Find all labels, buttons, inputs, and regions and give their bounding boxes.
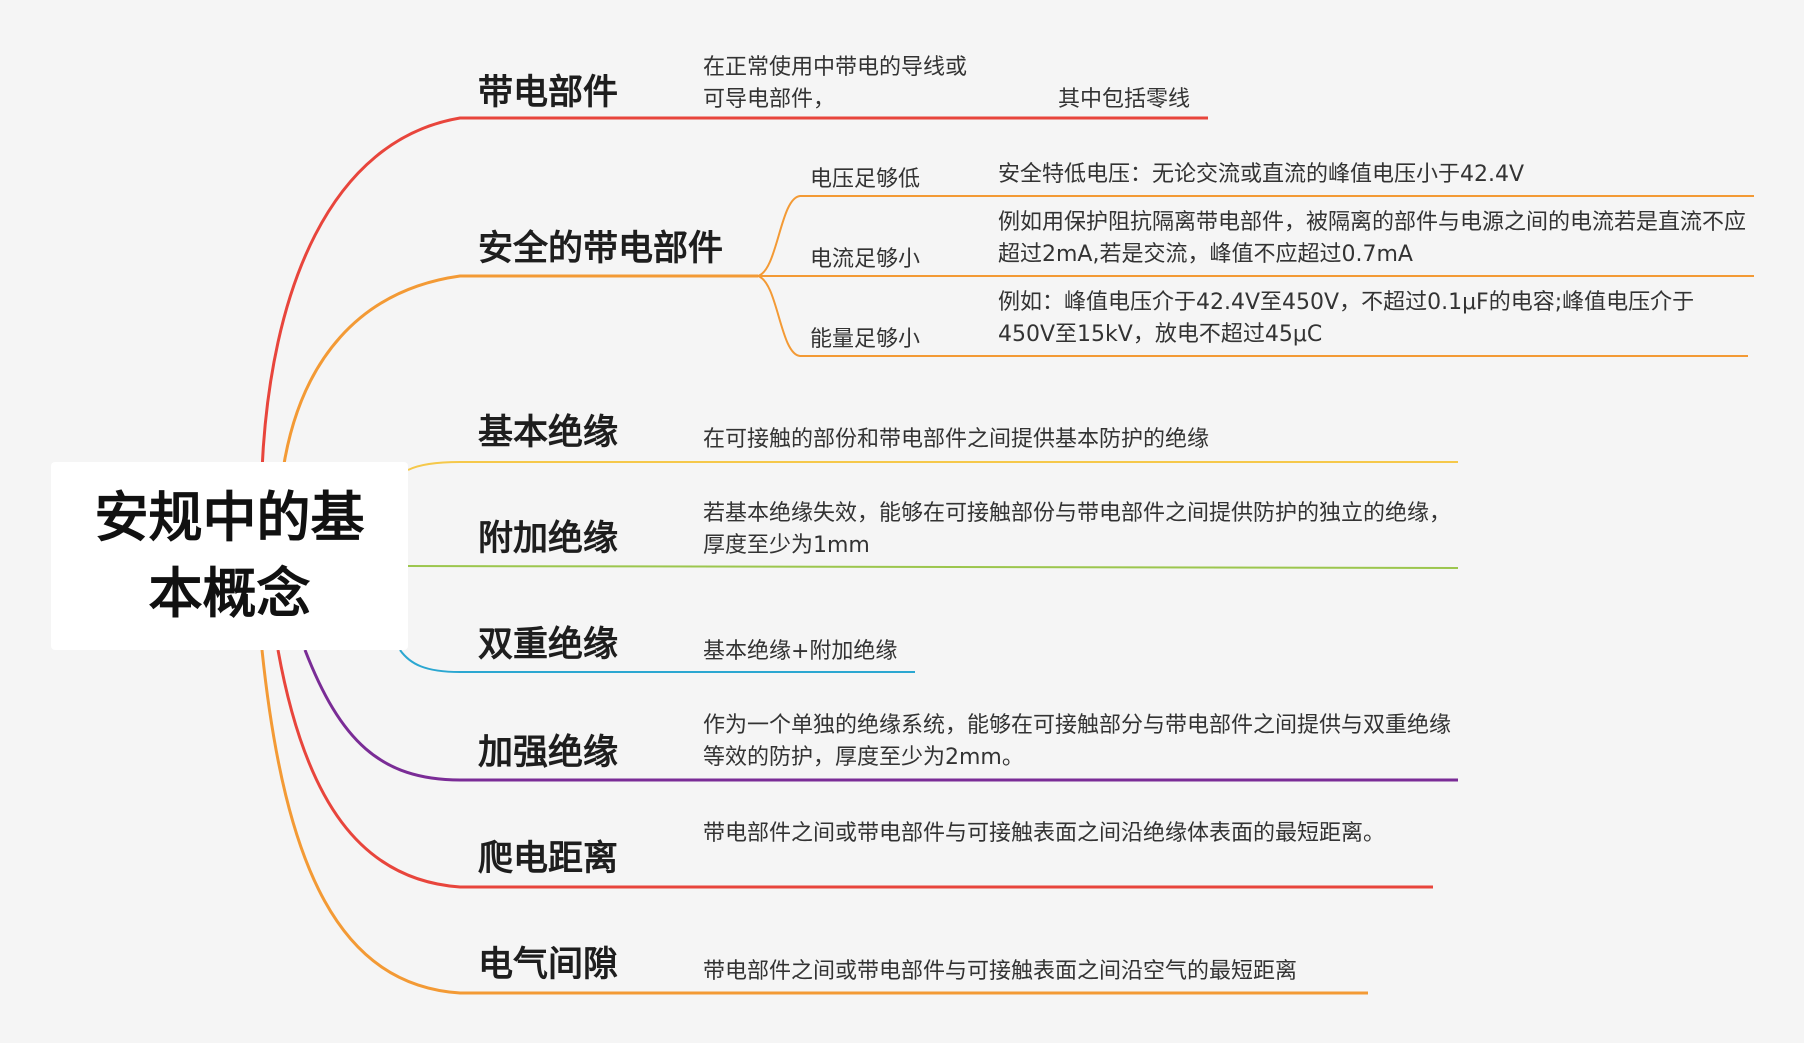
- topic-reinforced-insulation[interactable]: 加强绝缘: [478, 733, 619, 773]
- desc-line: 可导电部件，: [703, 87, 836, 112]
- subbranch-energy: [757, 275, 1748, 357]
- branch-fujia: [407, 565, 1459, 569]
- topic-double-insulation[interactable]: 双重绝缘: [478, 625, 619, 665]
- branch-dianqi: [260, 649, 1368, 995]
- branch-dianbujian: [260, 116, 1208, 471]
- branch-padian: [276, 649, 1433, 889]
- topic-live-part-desc: 在正常使用中带电的导线或 可导电部件，: [703, 52, 967, 116]
- subtopic-energy-low[interactable]: 能量足够小: [810, 327, 921, 352]
- branch-jiben: [407, 461, 1458, 471]
- topic-clearance-desc: 带电部件之间或带电部件与可接触表面之间沿空气的最短距离: [703, 959, 1298, 984]
- subbranch-voltage: [757, 195, 1754, 277]
- topic-supplementary-insulation[interactable]: 附加绝缘: [478, 519, 619, 559]
- root-title: 安规中的基本概念: [94, 486, 365, 625]
- subtopic-voltage-low-desc: 安全特低电压：无论交流或直流的峰值电压小于42.4V: [998, 162, 1525, 187]
- topic-safe-live-part[interactable]: 安全的带电部件: [478, 229, 724, 269]
- desc-line: 在正常使用中带电的导线或: [703, 55, 968, 80]
- topic-creepage-distance[interactable]: 爬电距离: [478, 839, 619, 879]
- topic-reinforced-insulation-desc: 作为一个单独的绝缘系统，能够在可接触部分与带电部件之间提供与双重绝缘等效的防护，…: [703, 713, 1452, 770]
- subtopic-energy-low-desc: 例如：峰值电压介于42.4V至450V，不超过0.1μF的电容;峰值电压介于45…: [998, 290, 1695, 347]
- subtopic-current-low[interactable]: 电流足够小: [810, 247, 921, 272]
- branch-shuangchong: [399, 649, 915, 673]
- topic-basic-insulation[interactable]: 基本绝缘: [478, 413, 619, 453]
- topic-live-part-extra: 其中包括零线: [1058, 87, 1191, 112]
- subtopic-current-low-desc: 例如用保护阻抗隔离带电部件，被隔离的部件与电源之间的电流若是直流不应超过2mA,…: [998, 210, 1747, 267]
- root-node[interactable]: 安规中的基本概念: [51, 462, 408, 650]
- branch-jiaqiang: [303, 649, 1458, 782]
- topic-basic-insulation-desc: 在可接触的部份和带电部件之间提供基本防护的绝缘: [703, 427, 1210, 452]
- branch-anquan: [281, 274, 758, 471]
- subtopic-voltage-low[interactable]: 电压足够低: [810, 167, 921, 192]
- topic-creepage-distance-desc: 带电部件之间或带电部件与可接触表面之间沿绝缘体表面的最短距离。: [703, 821, 1386, 846]
- topic-supplementary-insulation-desc: 若基本绝缘失效，能够在可接触部份与带电部件之间提供防护的独立的绝缘，厚度至少为1…: [703, 501, 1452, 558]
- topic-live-part[interactable]: 带电部件: [478, 73, 619, 113]
- topic-clearance[interactable]: 电气间隙: [478, 945, 619, 985]
- topic-double-insulation-desc: 基本绝缘+附加绝缘: [703, 639, 898, 664]
